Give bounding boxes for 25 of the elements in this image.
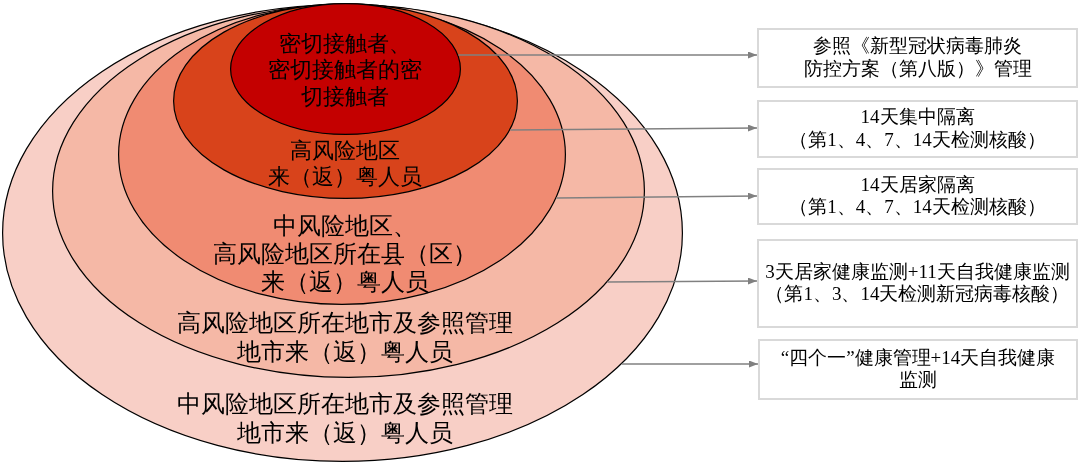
note-box <box>757 168 1078 225</box>
ellipse <box>230 3 461 135</box>
note-text: 14天居家隔离（第1、4、7、14天检测核酸） <box>789 173 1046 220</box>
ellipse <box>118 4 566 305</box>
note-box <box>757 100 1078 158</box>
arrow <box>509 124 758 132</box>
note-text: 3天居家健康监测+11天自我健康监测（第1、3、14天检测新冠病毒核酸） <box>765 260 1070 307</box>
arrow <box>457 51 758 59</box>
note-box <box>757 239 1078 328</box>
note-text: 14天集中隔离（第1、4、7、14天检测核酸） <box>789 106 1046 152</box>
ellipse <box>173 3 518 199</box>
category-label: 高风险地区所在地市及参照管理地市来（返）粤人员 <box>177 309 513 367</box>
note-box <box>758 339 1078 400</box>
category-label: 中风险地区、高风险地区所在县（区）来（返）粤人员 <box>213 211 477 297</box>
category-label: 中风险地区所在地市及参照管理地市来（返）粤人员 <box>177 390 513 448</box>
arrow <box>555 192 758 200</box>
arrow <box>606 277 758 285</box>
arrow <box>621 360 759 368</box>
ellipse <box>52 4 645 378</box>
note-text: “四个一”健康管理+14天自我健康监测 <box>780 346 1056 393</box>
category-label: 密切接触者、密切接触者的密切接触者 <box>268 31 422 111</box>
ellipse <box>2 4 683 462</box>
category-label: 高风险地区来（返）粤人员 <box>268 137 422 191</box>
note-text: 参照《新型冠状病毒肺炎防控方案（第八版）》管理 <box>803 35 1032 81</box>
note-box <box>757 28 1078 88</box>
